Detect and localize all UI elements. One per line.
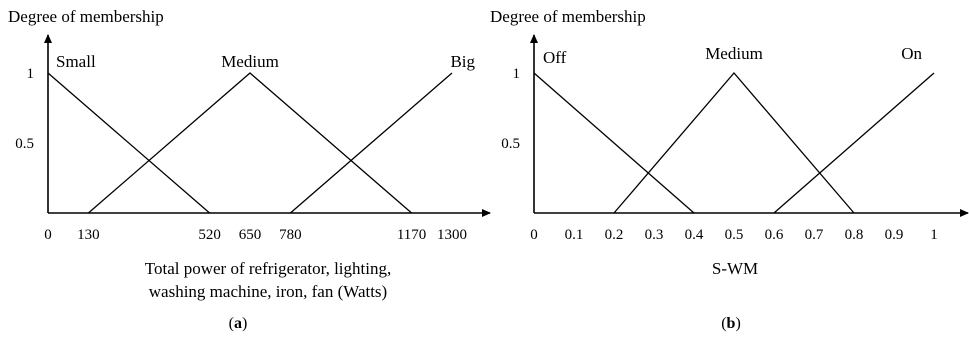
chart-a-ylabel: Degree of membership	[8, 7, 164, 26]
chart-a-x-tick-label: 0	[44, 227, 52, 243]
chart-b-x-tick-label: 0	[530, 227, 538, 243]
chart-a-series-label-medium: Medium	[221, 52, 279, 71]
chart-b-xlabel: S-WM	[712, 259, 758, 278]
chart-b-series-label-off: Off	[543, 48, 567, 67]
chart-b-y-tick-label: 1	[513, 66, 521, 82]
chart-a-xlabel-line-1: Total power of refrigerator, lighting,	[145, 259, 391, 278]
chart-a: Degree of membership Total power of refr…	[8, 7, 491, 332]
chart-b-x-tick-label: 0.7	[805, 227, 824, 243]
chart-b-x-tick-label: 0.4	[685, 227, 704, 243]
chart-b-x-tick-label: 0.8	[845, 227, 864, 243]
chart-a-series-label-big: Big	[450, 52, 475, 71]
chart-b-series-off	[533, 72, 695, 214]
chart-a-series-small	[47, 72, 211, 214]
chart-a-xlabel-line-2: washing machine, iron, fan (Watts)	[149, 282, 387, 301]
chart-b-x-tick-label: 0.5	[725, 227, 744, 243]
chart-b-series-medium	[613, 72, 855, 214]
chart-b-x-tick-label: 0.9	[885, 227, 904, 243]
chart-a-series-label-small: Small	[56, 52, 96, 71]
chart-a-y-tick-label: 1	[27, 66, 35, 82]
chart-a-x-tick-label: 650	[239, 227, 262, 243]
chart-b-x-tick-label: 0.2	[605, 227, 624, 243]
chart-a-x-tick-label: 780	[279, 227, 302, 243]
chart-b-caption: (b)	[721, 315, 741, 332]
chart-b-x-tick-label: 0.3	[645, 227, 664, 243]
chart-a-series-medium	[87, 72, 413, 214]
chart-a-y-tick-label: 0.5	[15, 136, 34, 152]
chart-b-series-label-on: On	[901, 44, 922, 63]
chart-a-series-big	[289, 72, 453, 214]
chart-a-x-tick-label: 130	[77, 227, 100, 243]
chart-b-x-tick-label: 0.6	[765, 227, 784, 243]
chart-b-series-on	[773, 72, 935, 214]
chart-b-x-tick-label: 1	[930, 227, 938, 243]
chart-b-ylabel: Degree of membership	[490, 7, 646, 26]
chart-b-series-label-medium: Medium	[705, 44, 763, 63]
chart-b-x-tick-label: 0.1	[565, 227, 584, 243]
chart-a-x-tick-label: 1300	[437, 227, 467, 243]
chart-b-y-tick-label: 0.5	[501, 136, 520, 152]
chart-a-caption: (a)	[229, 315, 248, 332]
chart-b: Degree of membership S-WM (b) Off Medium O…	[490, 7, 969, 332]
chart-a-x-tick-label: 1170	[397, 227, 426, 243]
chart-a-x-tick-label: 520	[198, 227, 221, 243]
